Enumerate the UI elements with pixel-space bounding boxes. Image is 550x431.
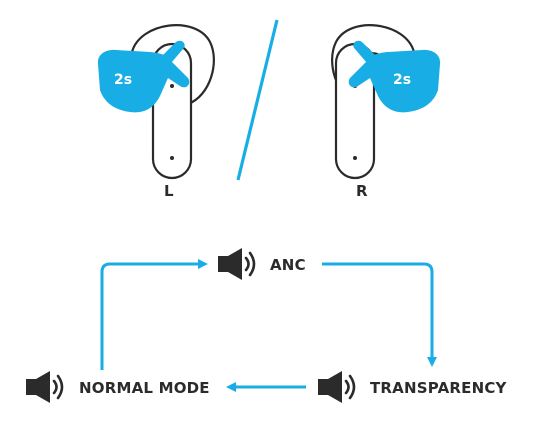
normal-mode-label: NORMAL MODE [79, 379, 210, 397]
left-earbud-label: L [164, 182, 174, 200]
left-tap-hand-icon [97, 40, 190, 113]
right-tap-duration-label: 2s [393, 72, 412, 88]
transparency-mode-label: TRANSPARENCY [370, 379, 507, 397]
transparency-speaker-icon [316, 369, 356, 405]
arrow-normal-to-anc [100, 259, 208, 370]
arrow-anc-to-transparency [322, 262, 437, 367]
right-tap-hand-icon [348, 40, 441, 113]
anc-mode-label: ANC [270, 256, 306, 274]
normal-mode-speaker-icon [24, 369, 64, 405]
divider-slash [236, 19, 279, 181]
anc-speaker-icon [216, 246, 256, 282]
left-tap-duration-label: 2s [114, 72, 133, 88]
right-earbud-label: R [356, 182, 368, 200]
